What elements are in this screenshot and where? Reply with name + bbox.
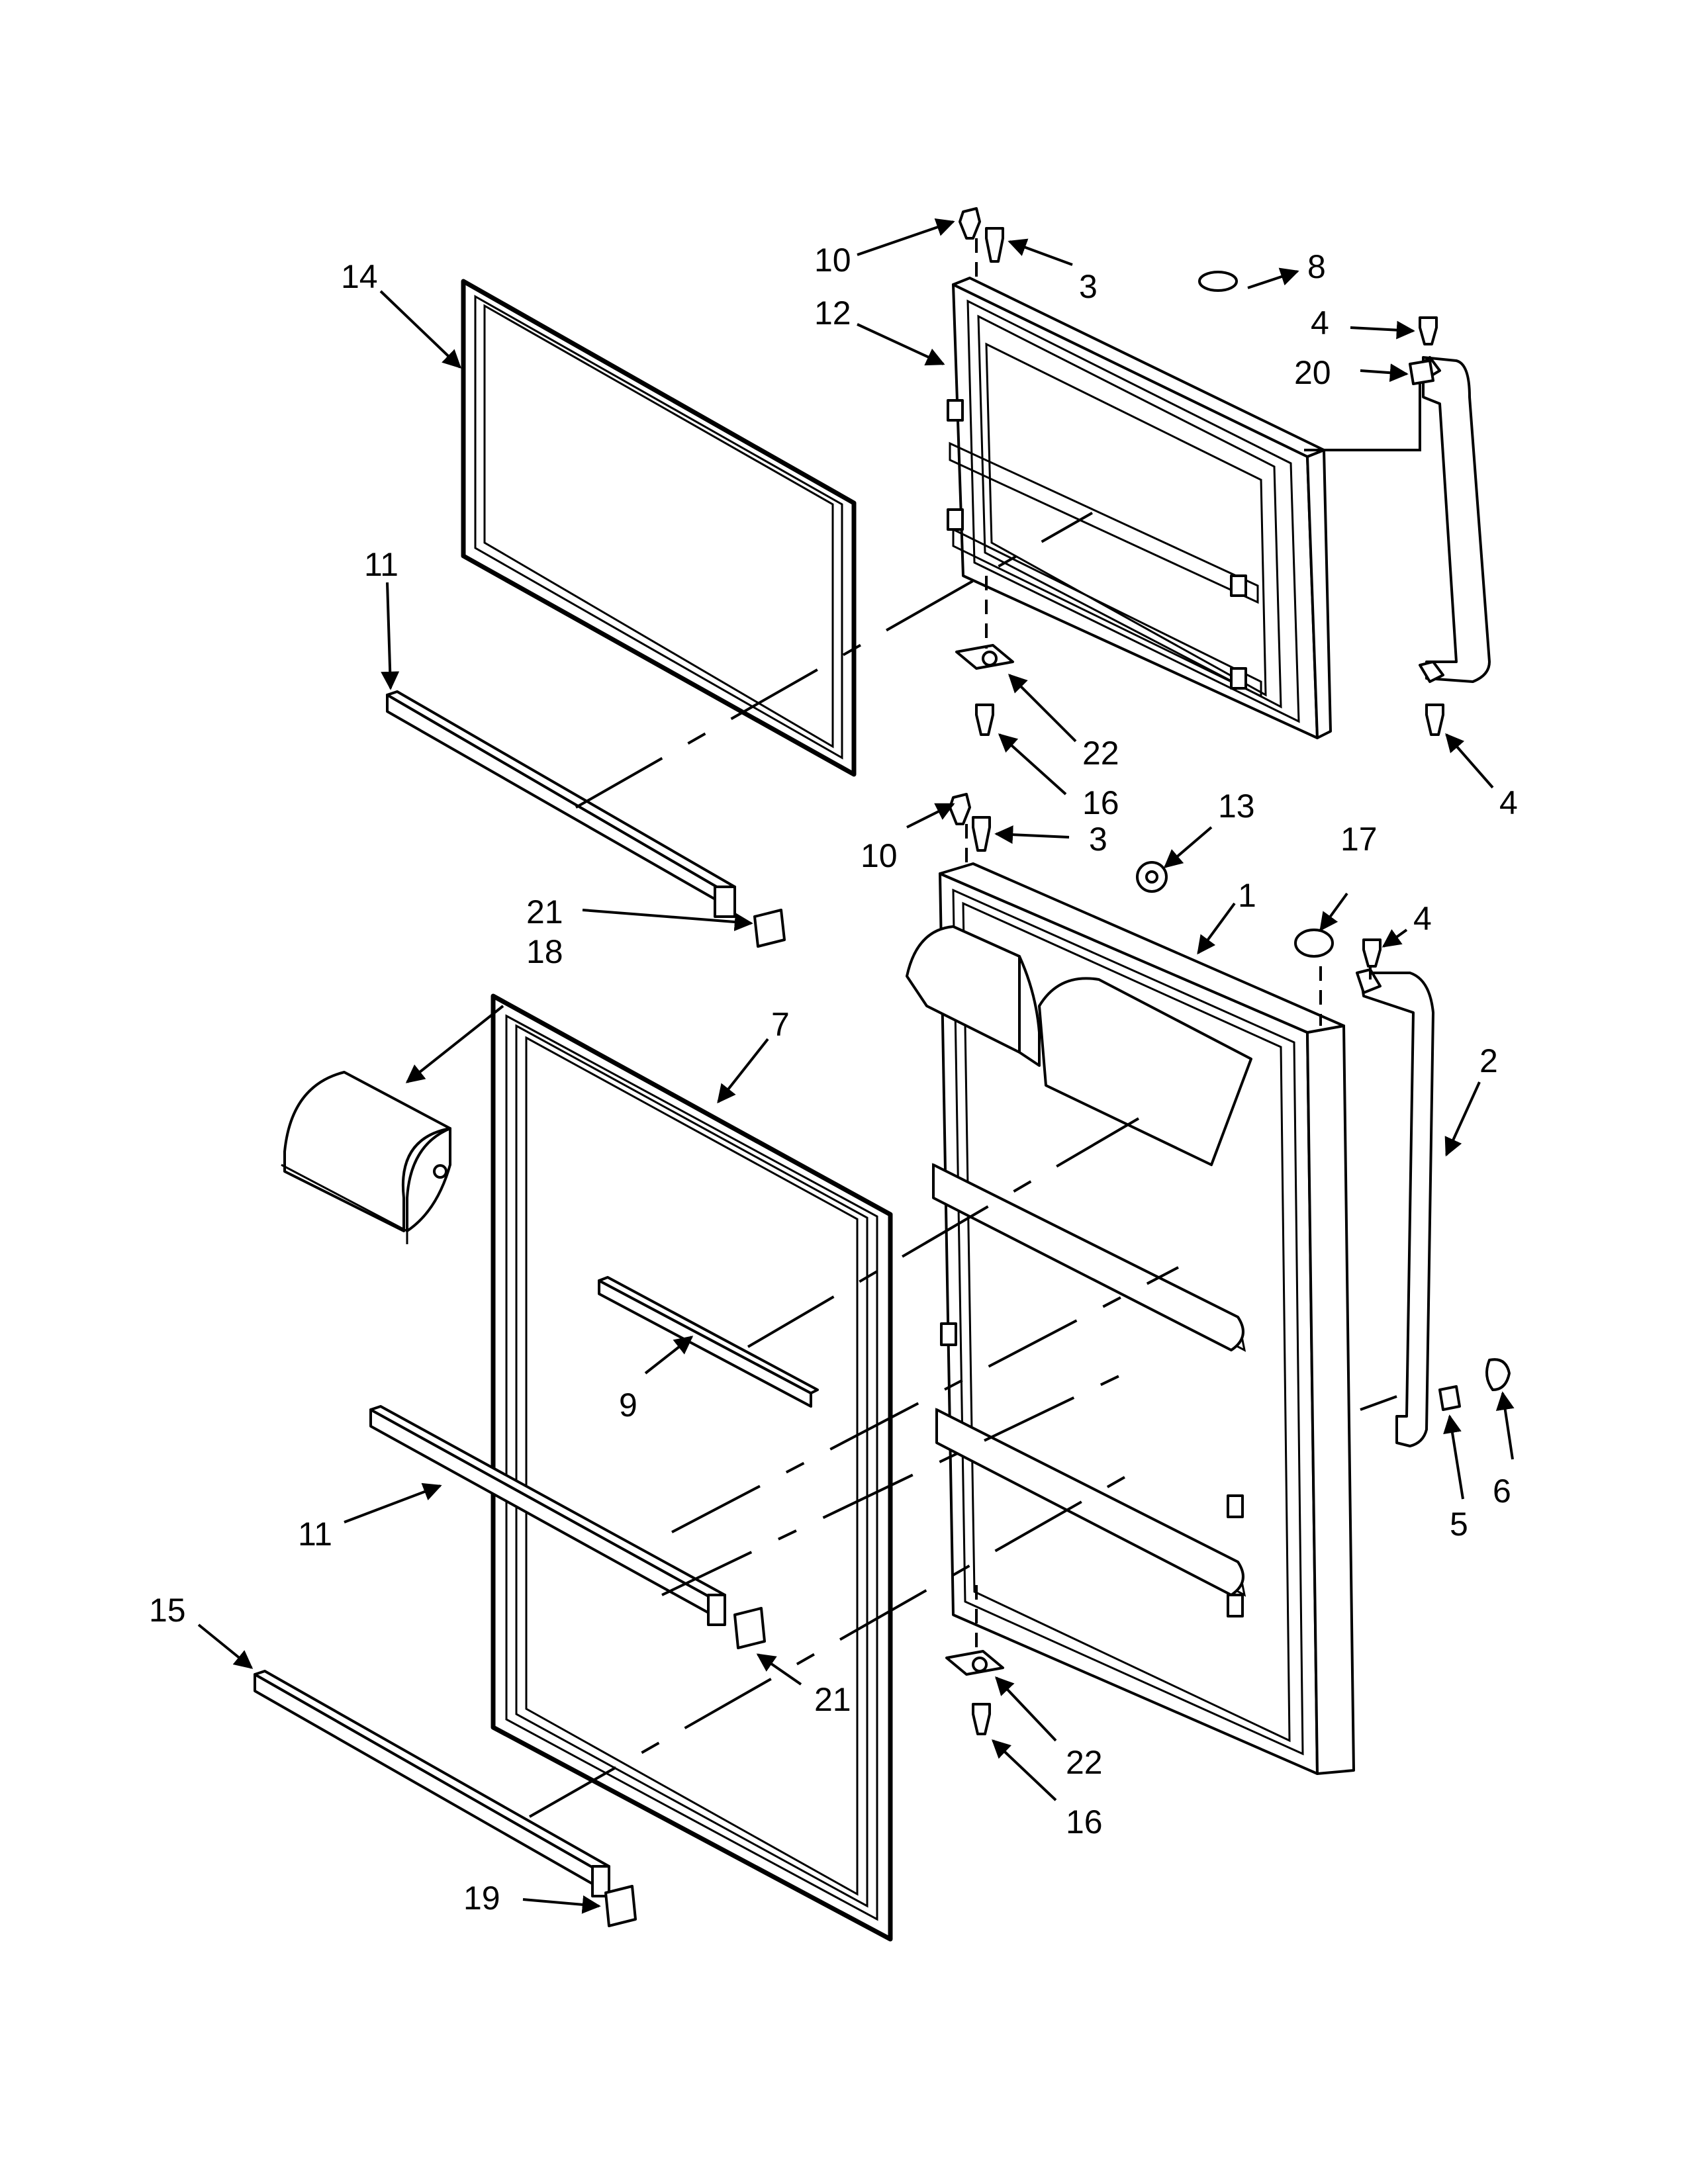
dairy-bin-cover [281,1071,451,1244]
assembly-lines [529,238,1421,1818]
refrigerator-door-gasket [491,993,893,1942]
breaker-strip-center [598,1276,819,1408]
callout-22-bottom: 22 [1066,1744,1103,1781]
callout-10-top: 10 [814,242,851,279]
callout-3-mid: 3 [1089,821,1107,858]
callout-7: 7 [771,1006,790,1043]
refrigerator-handle [1356,968,1434,1447]
callout-labels: 14 10 3 8 4 20 12 11 22 16 4 10 3 13 17 … [149,242,1518,1917]
callout-11-top: 11 [364,546,399,583]
freezer-door [947,277,1332,739]
callout-21-top: 21 [526,893,563,931]
freezer-door-gasket [461,279,857,777]
callout-4-top: 4 [1311,304,1329,341]
callout-16-top: 16 [1082,784,1119,821]
callout-10-mid: 10 [861,837,898,874]
callout-2: 2 [1479,1042,1498,1079]
breaker-strip-upper [369,1405,726,1626]
callout-17: 17 [1340,821,1378,858]
hardware [604,207,1511,1927]
callout-9: 9 [619,1387,637,1424]
callout-15: 15 [149,1592,186,1629]
callout-14: 14 [341,258,378,295]
refrigerator-door [906,862,1355,1775]
callout-21-mid: 21 [814,1681,851,1718]
callout-4-right: 4 [1499,784,1518,821]
breaker-strip-freezer [386,690,736,918]
callout-22-top: 22 [1082,735,1119,772]
callout-4-mid: 4 [1413,900,1432,937]
callout-8: 8 [1307,248,1326,285]
callout-1: 1 [1238,877,1256,914]
callout-19: 19 [463,1880,500,1917]
callout-11-mid: 11 [298,1516,332,1553]
callout-5: 5 [1450,1506,1468,1543]
breaker-strip-lower [254,1670,610,1897]
callout-12: 12 [814,295,851,332]
callout-16-bottom: 16 [1066,1803,1103,1841]
callout-6: 6 [1493,1473,1511,1510]
leader-arrows [197,218,1515,1914]
callout-3-top: 3 [1079,268,1098,305]
freezer-handle [1415,356,1491,683]
callout-20: 20 [1294,354,1331,391]
callout-13: 13 [1218,788,1255,825]
callout-18: 18 [526,933,563,970]
